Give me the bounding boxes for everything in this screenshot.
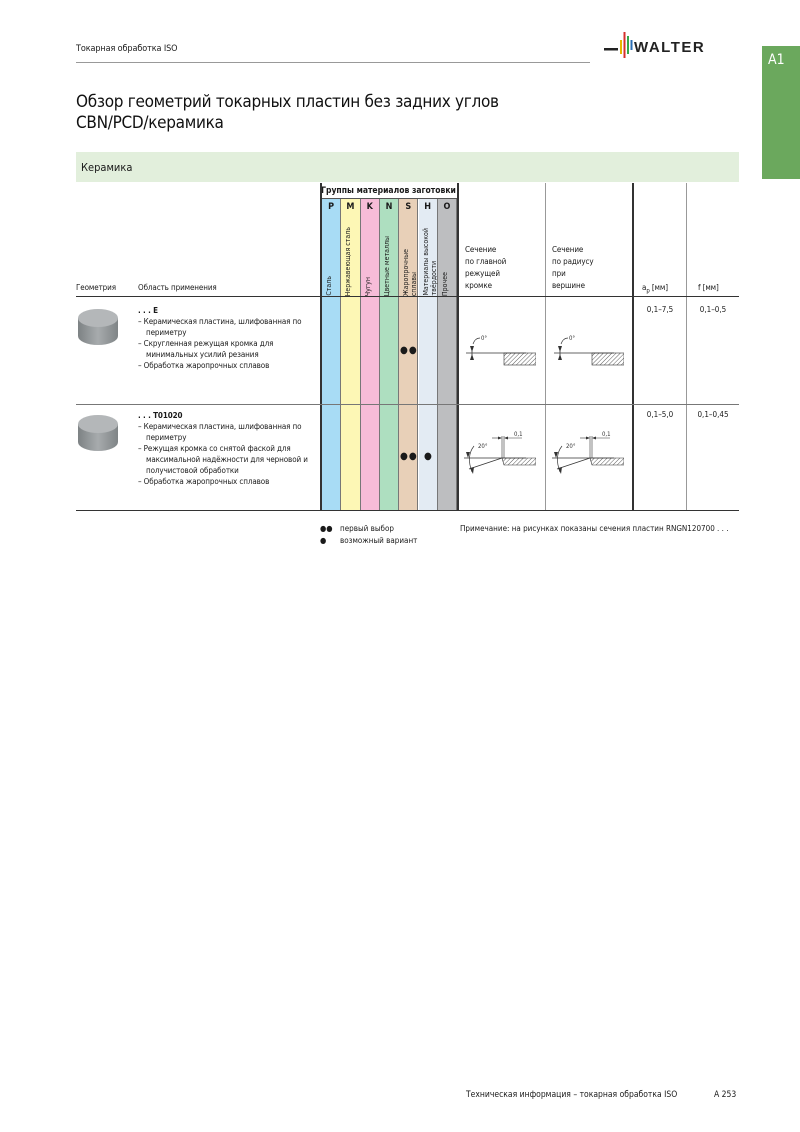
f-value-row1: 0,1–0,5 bbox=[699, 305, 727, 314]
material-column-s: S Жаропрочные сплавы bbox=[399, 199, 419, 511]
material-column-o: O Прочее bbox=[437, 199, 458, 511]
svg-text:0,1: 0,1 bbox=[602, 431, 611, 438]
rating-h-row2: ● bbox=[424, 451, 433, 462]
material-column-n: N Цветные металлы bbox=[379, 199, 400, 511]
svg-text:0°: 0° bbox=[569, 335, 575, 342]
legend: ●● первый выбор ● возможный вариант bbox=[320, 523, 417, 547]
material-column-m: M Нержавеющая сталь bbox=[341, 199, 361, 511]
material-letter: O bbox=[443, 202, 451, 212]
header-radius-section: Сечение по радиусу при вершине bbox=[552, 245, 594, 290]
brand-name: WALTER bbox=[634, 39, 705, 56]
legend-note: Примечание: на рисунках показаны сечения… bbox=[460, 524, 729, 533]
material-label: Чугун bbox=[363, 276, 372, 296]
svg-text:20°: 20° bbox=[478, 443, 488, 450]
material-groups-header: Группы материалов заготовки bbox=[321, 186, 456, 196]
legend-possible-symbol: ● bbox=[320, 536, 327, 545]
section-band-label: Керамика bbox=[81, 161, 133, 174]
header-geometry: Геометрия bbox=[76, 283, 116, 292]
chapter-tab[interactable]: A1 bbox=[762, 46, 800, 179]
footer-text: Техническая информация – токарная обрабо… bbox=[466, 1090, 678, 1100]
legend-first-choice-symbol: ●● bbox=[320, 524, 333, 533]
material-label: Цветные металлы bbox=[382, 235, 391, 296]
header-bottom-line bbox=[76, 296, 739, 297]
material-letter: K bbox=[366, 202, 373, 212]
header-main-edge-section: Сечение по главной режущей кромке bbox=[465, 245, 507, 290]
svg-text:0°: 0° bbox=[481, 335, 487, 342]
page-title-line1: Обзор геометрий токарных пластин без зад… bbox=[76, 92, 499, 112]
legend-first-choice: первый выбор bbox=[340, 524, 394, 533]
divider-materials-right bbox=[457, 183, 459, 511]
page-title: Обзор геометрий токарных пластин без зад… bbox=[76, 92, 499, 134]
material-label: Прочее bbox=[440, 271, 449, 296]
walter-logo: WALTER bbox=[604, 30, 744, 60]
divider-sections bbox=[545, 183, 546, 511]
main-edge-section-diagram-row1: 0° bbox=[466, 330, 537, 374]
material-letter: P bbox=[328, 202, 335, 212]
material-letter: S bbox=[405, 202, 412, 212]
divider-ap-f bbox=[686, 183, 687, 511]
legend-possible: возможный вариант bbox=[340, 536, 418, 545]
header-f: f [мм] bbox=[698, 283, 719, 292]
material-label: Нержавеющая сталь bbox=[344, 226, 353, 296]
section-band: Керамика bbox=[76, 152, 739, 182]
material-letter: H bbox=[424, 202, 432, 212]
chapter-tab-label: A1 bbox=[768, 52, 785, 68]
material-groups-divider bbox=[320, 198, 457, 199]
rating-s-row1: ●● bbox=[400, 345, 418, 356]
material-label: Сталь bbox=[325, 276, 333, 296]
header-divider bbox=[76, 62, 590, 63]
material-label: Жаропрочные сплавы bbox=[402, 248, 419, 296]
material-column-h: H Материалы высокой твёрдости bbox=[418, 199, 438, 511]
f-value-row2: 0,1–0,45 bbox=[697, 410, 729, 419]
row-application: . . . E – Керамическая пластина, шлифова… bbox=[138, 306, 302, 370]
material-letter: N bbox=[385, 202, 393, 212]
page-number: A 253 bbox=[714, 1090, 737, 1100]
divider-materials-left bbox=[320, 183, 322, 511]
svg-text:0,1: 0,1 bbox=[514, 431, 523, 438]
page-title-line2: CBN/PCD/керамика bbox=[76, 113, 224, 133]
divider-values bbox=[632, 183, 634, 511]
material-column-p: P Сталь bbox=[322, 199, 342, 511]
row-divider bbox=[76, 404, 739, 405]
rating-s-row2: ●● bbox=[400, 451, 418, 462]
ap-value-row2: 0,1–5,0 bbox=[646, 410, 674, 419]
material-label: Материалы высокой твёрдости bbox=[421, 228, 438, 296]
ap-value-row1: 0,1–7,5 bbox=[646, 305, 674, 314]
material-column-k: K Чугун bbox=[360, 199, 380, 511]
svg-text:20°: 20° bbox=[566, 443, 576, 450]
material-letter: M bbox=[346, 202, 355, 212]
radius-section-diagram-row1: 0° bbox=[554, 330, 625, 374]
main-edge-section-diagram-row2: 0,1 20° bbox=[464, 428, 537, 482]
header-section-title: Токарная обработка ISO bbox=[76, 44, 178, 54]
insert-image-t01020 bbox=[76, 413, 120, 453]
radius-section-diagram-row2: 0,1 20° bbox=[552, 428, 625, 482]
table-bottom-line bbox=[76, 510, 739, 511]
header-application: Область применения bbox=[138, 283, 217, 292]
header-ap: ap [мм] bbox=[642, 283, 668, 295]
row-application: . . . T01020 – Керамическая пластина, шл… bbox=[138, 411, 308, 486]
insert-image-e bbox=[76, 307, 120, 347]
